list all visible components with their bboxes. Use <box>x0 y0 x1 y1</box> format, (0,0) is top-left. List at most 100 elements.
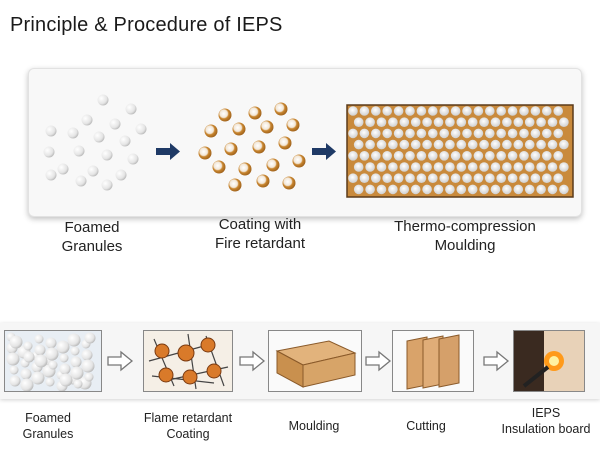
white-bead <box>75 175 87 187</box>
hex-cell <box>547 117 558 127</box>
hex-cell <box>353 184 364 195</box>
hex-cell <box>410 162 421 172</box>
white-bead <box>87 165 99 177</box>
hex-cell <box>359 106 370 116</box>
hex-cell <box>502 162 512 172</box>
hex-cell <box>467 117 478 127</box>
hex-cell <box>388 162 398 172</box>
photo-bead <box>48 360 58 370</box>
hex-cell <box>410 117 421 127</box>
moulding-photo <box>268 330 362 392</box>
photo-bead <box>73 379 83 389</box>
photo-bead <box>59 363 71 375</box>
photo-bead <box>45 347 59 361</box>
coated-bead <box>248 106 262 120</box>
hex-cell <box>433 139 444 150</box>
hex-cell <box>519 106 529 116</box>
photo-bead <box>56 340 70 354</box>
hex-cell <box>536 117 546 127</box>
photo-bead <box>23 351 35 363</box>
hex-cell <box>371 151 381 161</box>
hex-cell <box>502 117 512 127</box>
hex-cell <box>542 151 552 161</box>
hex-cell <box>456 184 467 195</box>
photo-bead <box>20 368 32 380</box>
photo-bead <box>31 371 45 385</box>
hex-cell <box>485 106 495 116</box>
white-bead <box>73 145 85 157</box>
hex-cell <box>382 128 393 139</box>
arrow-right-icon <box>239 350 266 372</box>
hex-cell <box>485 128 495 139</box>
hex-cell <box>382 106 393 116</box>
hex-cell <box>393 106 404 116</box>
hex-cell <box>422 139 432 150</box>
white-bead <box>119 135 131 147</box>
coated-bead <box>252 140 266 154</box>
coated-bead <box>232 122 246 136</box>
hex-cell <box>393 151 404 161</box>
hex-cell <box>473 128 484 139</box>
hex-cell <box>507 173 518 183</box>
white-bead <box>43 146 55 158</box>
hex-cell <box>456 162 467 172</box>
hex-cell <box>388 184 398 195</box>
hex-cell <box>405 106 415 116</box>
coated-bead <box>212 160 226 174</box>
hex-cell <box>410 184 421 195</box>
photo-bead <box>23 341 33 351</box>
white-bead <box>57 163 69 175</box>
coated-bead <box>260 120 274 134</box>
hex-cell <box>348 151 358 161</box>
arrow-right-icon <box>107 350 134 372</box>
coated-bead <box>286 118 300 132</box>
photo-bead <box>45 337 57 349</box>
coated-bead <box>204 124 218 138</box>
photo-bead <box>9 365 19 375</box>
hex-cell <box>456 139 467 150</box>
hex-cell <box>428 128 438 139</box>
hex-cell <box>405 151 415 161</box>
procedure-caption-3: Moulding <box>288 419 340 433</box>
hex-cell <box>559 162 569 172</box>
photo-bead <box>70 366 84 380</box>
white-bead <box>127 153 139 165</box>
hex-cell <box>553 151 563 161</box>
hex-cell <box>450 151 461 161</box>
hex-cell <box>553 128 563 139</box>
hex-cell <box>462 106 472 116</box>
hex-cell <box>376 139 387 150</box>
photo-bead <box>84 332 96 344</box>
hex-cell <box>376 162 387 172</box>
hex-cell <box>559 184 569 195</box>
coated-bead <box>238 162 252 176</box>
coated-bead <box>282 176 296 190</box>
foamed-granules-graphic <box>43 94 147 191</box>
coated-bead <box>278 136 292 150</box>
photo-bead <box>34 344 46 356</box>
hex-cell <box>513 117 524 127</box>
hex-cell <box>359 128 370 139</box>
arrow-right-icon <box>312 143 336 160</box>
hex-cell <box>547 162 558 172</box>
hex-cell <box>462 173 472 183</box>
hex-cell <box>479 117 489 127</box>
white-bead <box>109 118 121 130</box>
coated-bead <box>224 142 238 156</box>
hex-cell <box>399 117 410 127</box>
coating-photo <box>143 330 233 392</box>
hex-cell <box>559 117 569 127</box>
hex-cell <box>536 184 546 195</box>
coated-bead <box>256 174 270 188</box>
photo-bead <box>20 378 34 391</box>
photo-bead <box>84 372 94 382</box>
photo-bead <box>6 352 20 366</box>
granules-photo <box>4 330 102 392</box>
hex-cell <box>519 128 529 139</box>
hex-cell <box>410 139 421 150</box>
hex-cell <box>365 162 375 172</box>
white-bead <box>101 179 113 191</box>
hex-cell <box>507 128 518 139</box>
